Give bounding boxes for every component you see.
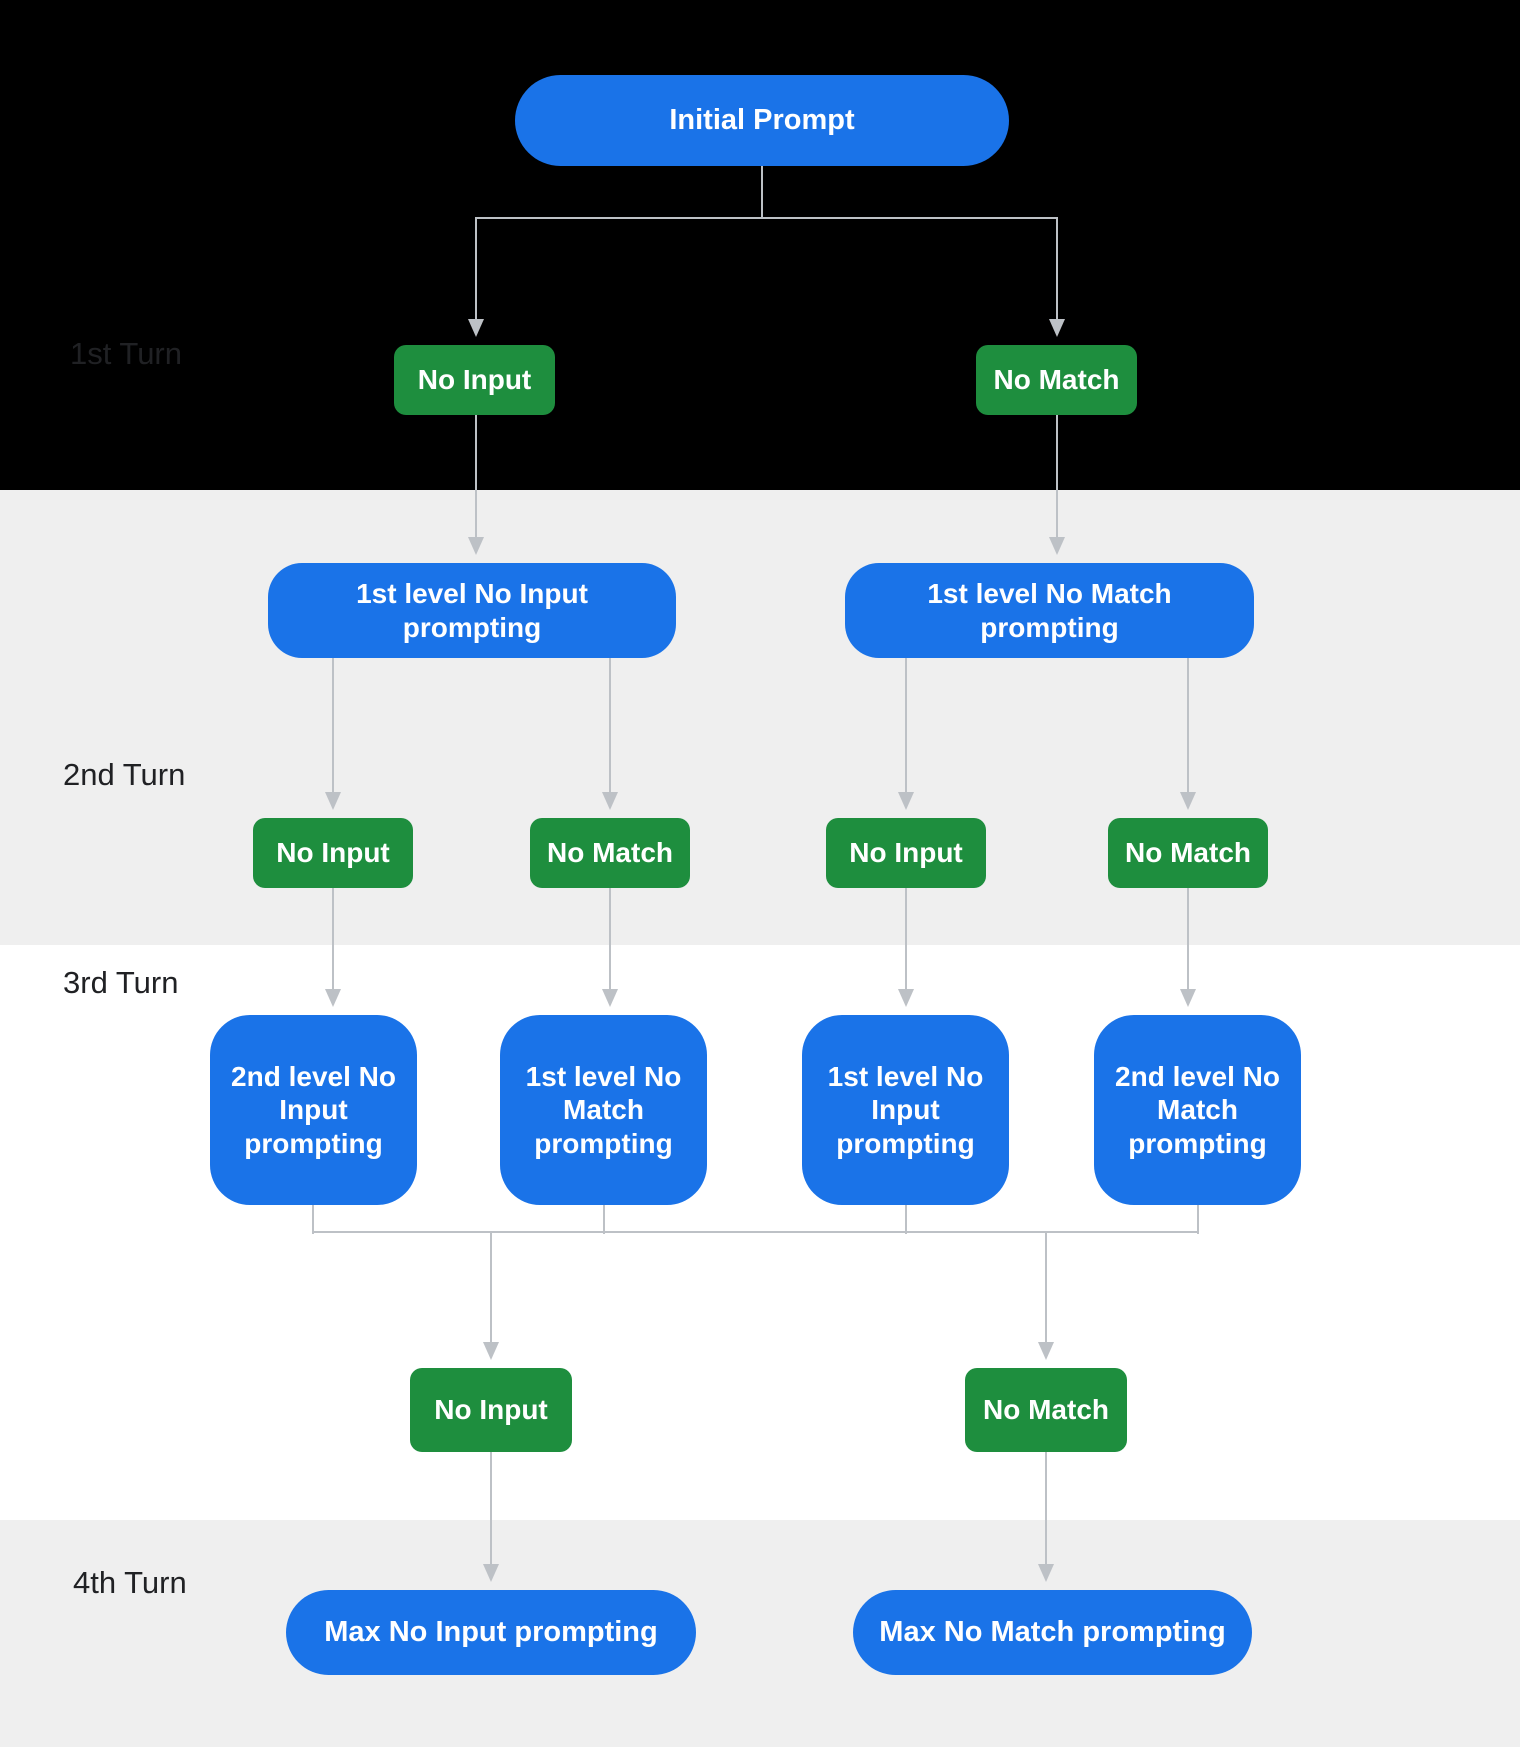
section-turn2-background	[0, 490, 1520, 945]
connector-line	[475, 218, 477, 321]
connector-line	[609, 658, 611, 794]
node-level4-max-no-match-prompting: Max No Match prompting	[853, 1590, 1252, 1675]
turn-label-1st: 1st Turn	[70, 336, 182, 371]
connector-line	[905, 658, 907, 794]
connector-line	[1187, 658, 1189, 794]
turn-label-2nd: 2nd Turn	[63, 757, 186, 792]
arrow-head	[468, 319, 484, 337]
arrow-head	[483, 1342, 499, 1360]
turn-label-4th: 4th Turn	[73, 1565, 187, 1600]
connector-line	[905, 1205, 907, 1234]
turn-label-3rd: 3rd Turn	[63, 965, 179, 1000]
connector-line	[312, 1205, 314, 1234]
connector-line	[1045, 1452, 1047, 1566]
arrow-head	[1180, 989, 1196, 1007]
connector-line	[490, 1452, 492, 1566]
node-level3-2nd-no-match-prompting: 2nd level No Match prompting	[1094, 1015, 1301, 1205]
arrow-head	[325, 792, 341, 810]
arrow-head	[1049, 537, 1065, 555]
connector-line	[1045, 1232, 1047, 1344]
connector-line	[490, 1232, 492, 1344]
connector-line	[475, 415, 477, 539]
connector-line	[1187, 888, 1189, 991]
node-level3-1st-no-match-prompting: 1st level No Match prompting	[500, 1015, 707, 1205]
arrow-head	[898, 792, 914, 810]
connector-line	[609, 888, 611, 991]
node-turn2-no-match-2: No Match	[1108, 818, 1268, 888]
connector-line	[475, 217, 1058, 219]
node-turn2-no-input-1: No Input	[253, 818, 413, 888]
node-level3-2nd-no-input-prompting: 2nd level No Input prompting	[210, 1015, 417, 1205]
connector-line	[332, 658, 334, 794]
arrow-head	[1049, 319, 1065, 337]
node-level2-no-match-prompting: 1st level No Match prompting	[845, 563, 1254, 658]
node-turn3-no-match: No Match	[965, 1368, 1127, 1452]
arrow-head	[483, 1564, 499, 1582]
section-turn4-background	[0, 1520, 1520, 1747]
connector-line	[1056, 415, 1058, 539]
node-turn3-no-input: No Input	[410, 1368, 572, 1452]
node-level4-max-no-input-prompting: Max No Input prompting	[286, 1590, 696, 1675]
arrow-head	[1038, 1342, 1054, 1360]
arrow-head	[898, 989, 914, 1007]
arrow-head	[1180, 792, 1196, 810]
arrow-head	[602, 989, 618, 1007]
node-level3-1st-no-input-prompting: 1st level No Input prompting	[802, 1015, 1009, 1205]
connector-line	[1056, 218, 1058, 321]
arrow-head	[468, 537, 484, 555]
node-turn1-no-match: No Match	[976, 345, 1137, 415]
node-initial-prompt: Initial Prompt	[515, 75, 1009, 166]
node-turn1-no-input: No Input	[394, 345, 555, 415]
connector-line	[332, 888, 334, 991]
connector-line	[905, 888, 907, 991]
node-turn2-no-match-1: No Match	[530, 818, 690, 888]
arrow-head	[1038, 1564, 1054, 1582]
connector-line	[761, 166, 763, 218]
node-turn2-no-input-2: No Input	[826, 818, 986, 888]
connector-line	[1197, 1205, 1199, 1234]
arrow-head	[325, 989, 341, 1007]
connector-line	[603, 1205, 605, 1234]
connector-line	[312, 1231, 1199, 1233]
arrow-head	[602, 792, 618, 810]
section-turn1-background	[0, 0, 1520, 490]
node-level2-no-input-prompting: 1st level No Input prompting	[268, 563, 676, 658]
